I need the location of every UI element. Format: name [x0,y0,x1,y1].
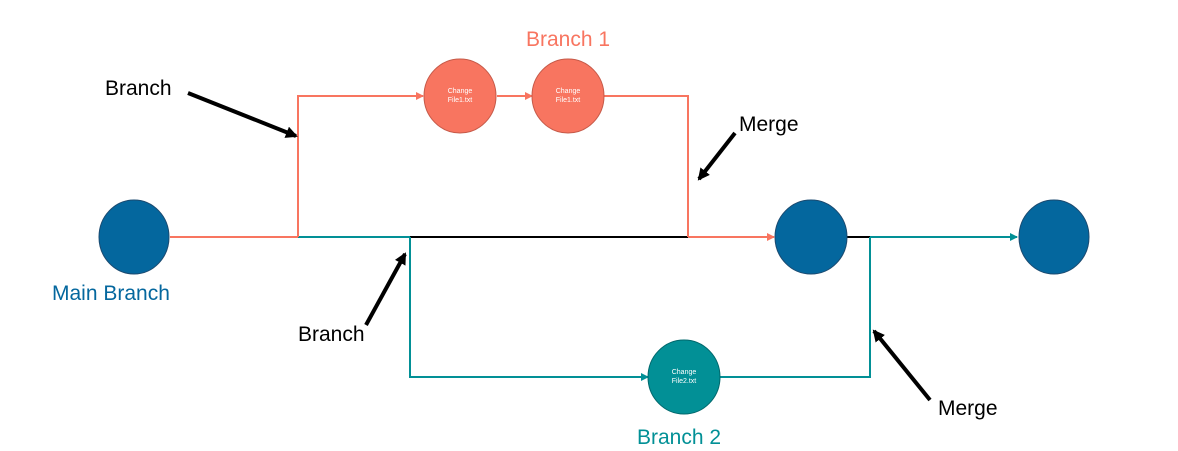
branch1-commit2-text: Change File1.txt [538,87,598,105]
branch-annotation-arrow-bottom [364,252,407,326]
merge-annotation-top: Merge [739,113,799,136]
final-node [1018,199,1090,275]
merge-annotation-arrow-bottom [872,329,932,402]
branch2-path-merge [720,237,871,378]
branch2-commit1-line1: Change [671,369,697,376]
branch1-commit1-line1: Change [447,88,473,95]
branch2-commit1-text: Change File2.txt [654,368,714,386]
branch1-commit1-line2: File1.txt [447,97,473,104]
merge-annotation-bottom: Merge [938,397,998,420]
branch1-commit1-node [423,58,497,134]
branch1-path-out [297,92,424,237]
branch2-commit1-node [647,339,721,415]
branch1-path-merge [604,95,689,237]
branch-annotation-arrow-top [187,91,298,138]
merge-annotation-arrow-top [697,131,737,181]
branch1-title: Branch 1 [526,28,611,51]
branch1-commit1-text: Change File1.txt [430,87,490,105]
branch1-commit2-line2: File1.txt [555,97,581,104]
branch-annotation-top: Branch [105,77,172,100]
branch1-commit2-node [531,58,605,134]
branch2-path-out [409,237,649,381]
branch2-commit1-line2: File2.txt [671,378,697,385]
main-branch-node-start [98,199,170,275]
branch1-commit2-line1: Change [555,88,581,95]
main-branch-label: Main Branch [52,282,170,305]
branch2-title: Branch 2 [637,426,722,449]
merge-node [774,199,848,275]
branch-annotation-bottom: Branch [298,323,365,346]
